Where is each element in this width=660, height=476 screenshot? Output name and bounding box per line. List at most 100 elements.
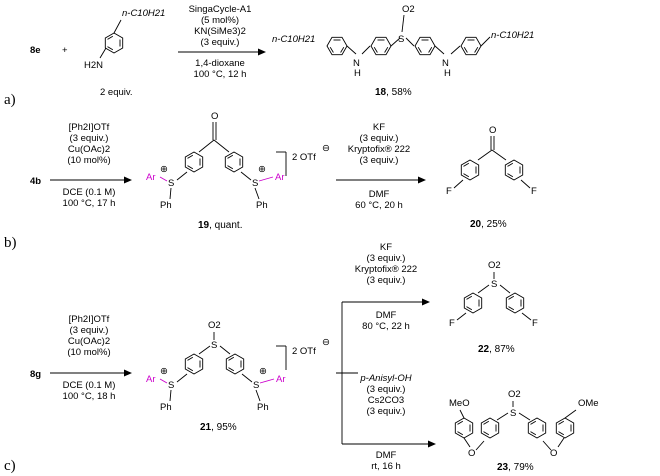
sulfone-s-23: S: [510, 408, 516, 419]
panel-c-label: c): [4, 458, 16, 474]
product-18-s: S: [398, 34, 404, 45]
sulfonium-ar-right-21: Ar: [276, 374, 286, 385]
cond-c1-1: (3 equiv.): [70, 325, 109, 336]
product-22-yield: , 87%: [489, 344, 515, 355]
sulfonium-ph-right-21: Ph: [257, 402, 269, 413]
cond-b2-5: 60 °C, 20 h: [355, 200, 403, 211]
methoxy-right-23: OMe: [578, 398, 599, 409]
sulfonium-s-right-19: S: [252, 178, 258, 189]
sulfone-s-21: S: [211, 340, 217, 351]
cond-b1-4: DCE (0.1 M): [63, 187, 116, 198]
product-18-so2: O2: [402, 4, 415, 15]
product-22-id: 22: [478, 344, 490, 355]
product-20-caption: 20, 25%: [470, 219, 507, 230]
product-18-nh-right: N: [442, 58, 449, 69]
product-20-structure: O F F: [446, 125, 537, 197]
sulfonium-ph-left-19: Ph: [160, 200, 172, 211]
intermediate-19-yield: , quant.: [209, 220, 242, 231]
aniline-alkyl-chain: n-C10H21: [122, 8, 165, 19]
cond-a-1: (5 mol%): [201, 15, 239, 26]
product-23-yield: , 79%: [508, 462, 534, 473]
panel-b-label: b): [4, 235, 17, 251]
intermediate-21-structure: O2 S S Ar ⊕ Ph S Ar ⊕ Ph: [146, 320, 286, 413]
cond-c1-2: Cu(OAc)2: [68, 336, 110, 347]
aniline-structure: n-C10H21 H2N: [84, 8, 165, 71]
product-18-left-chain: n-C10H21: [272, 34, 315, 45]
sulfonium-plus-left: ⊕: [160, 164, 168, 175]
cond-c-upper-4: DMF: [376, 310, 397, 321]
product-18-yield: , 58%: [386, 87, 412, 98]
cond-c-lower-2: Cs2CO3: [368, 395, 404, 406]
so2-22: O2: [488, 260, 501, 271]
panel-c: c) 8g [Ph2I]OTf (3 equiv.) Cu(OAc)2 (10 …: [4, 242, 599, 474]
aniline-nh2: H2N: [84, 60, 103, 71]
ketone-o-20: O: [489, 125, 496, 136]
so2-21: O2: [208, 320, 221, 331]
sulfonium-plus-right: ⊕: [258, 164, 266, 175]
cond-b1-3: (10 mol%): [67, 155, 110, 166]
cond-c-lower-1: (3 equiv.): [367, 384, 406, 395]
intermediate-19-caption: 19, quant.: [198, 220, 242, 231]
counterion-c: 2 OTf: [292, 346, 316, 357]
cond-a-2: KN(SiMe3)2: [194, 26, 246, 37]
intermediate-21-id: 21: [200, 422, 212, 433]
sulfone-s-22: S: [491, 279, 497, 290]
panel-a-label: a): [4, 92, 16, 108]
product-20-id: 20: [470, 219, 482, 230]
cond-b2-1: (3 equiv.): [360, 133, 399, 144]
plus-sign: +: [62, 45, 68, 56]
product-18-right-chain: n-C10H21: [491, 30, 534, 41]
cond-b2-2: Kryptofix® 222: [348, 144, 410, 155]
product-23-id: 23: [497, 462, 509, 473]
sulfonium-s-right-21: S: [253, 380, 259, 391]
ketone-o-19: O: [211, 111, 218, 122]
start-material-4b: 4b: [30, 176, 41, 187]
cond-b1-1: (3 equiv.): [70, 133, 109, 144]
product-18-caption: 18, 58%: [375, 87, 412, 98]
cond-b2-0: KF: [373, 122, 385, 133]
sulfonium-ar-right-19: Ar: [275, 172, 285, 183]
cond-c-lower-4: DMF: [376, 450, 397, 461]
counterion-minus-c: ⊖: [322, 337, 330, 348]
intermediate-21-yield: , 95%: [211, 422, 237, 433]
cond-c1-0: [Ph2I]OTf: [69, 314, 110, 325]
cond-c-upper-1: (3 equiv.): [367, 253, 406, 264]
panel-a: a) 8e + n-C10H21 H2N 2 equiv. SingaCycle…: [4, 4, 534, 108]
ether-o-right-23: O: [550, 448, 557, 459]
product-18-h-left: H: [354, 68, 361, 79]
sulfonium-plus-right-21: ⊕: [259, 366, 267, 377]
product-20-yield: , 25%: [481, 219, 507, 230]
cond-a-0: SingaCycle-A1: [189, 4, 252, 15]
product-23-caption: 23, 79%: [497, 462, 534, 473]
cond-c-upper-2: Kryptofix® 222: [355, 264, 417, 275]
cond-c-lower-3: (3 equiv.): [367, 406, 406, 417]
cond-c1-4: DCE (0.1 M): [63, 380, 116, 391]
cond-c-upper-5: 80 °C, 22 h: [362, 321, 410, 332]
intermediate-19-id: 19: [198, 220, 210, 231]
cond-c-lower-0: p-Anisyl-OH: [359, 373, 411, 384]
cond-c-upper-3: (3 equiv.): [367, 275, 406, 286]
cond-a-4: 1,4-dioxane: [195, 58, 245, 69]
start-material-8g: 8g: [30, 369, 41, 380]
cond-c1-5: 100 °C, 18 h: [63, 391, 116, 402]
cond-b2-3: (3 equiv.): [360, 155, 399, 166]
counterion-minus-b: ⊖: [322, 143, 330, 154]
sulfonium-plus-left-21: ⊕: [160, 366, 168, 377]
cond-a-3: (3 equiv.): [201, 37, 240, 48]
cond-b2-4: DMF: [369, 189, 390, 200]
counterion-b: 2 OTf: [292, 152, 316, 163]
sulfonium-ph-right-19: Ph: [256, 200, 268, 211]
methoxy-left-23: MeO: [449, 398, 470, 409]
product-18-structure: n-C10H21 N H S O2 N H n-C10H21: [272, 4, 534, 79]
product-22-caption: 22, 87%: [478, 344, 515, 355]
cond-c-upper-0: KF: [380, 242, 392, 253]
sulfonium-ph-left-21: Ph: [160, 402, 172, 413]
so2-23: O2: [508, 389, 521, 400]
aniline-equiv: 2 equiv.: [100, 87, 133, 98]
panel-b: b) 4b [Ph2I]OTf (3 equiv.) Cu(OAc)2 (10 …: [4, 111, 537, 251]
intermediate-21-caption: 21, 95%: [200, 422, 237, 433]
ether-o-left-23: O: [468, 448, 475, 459]
cond-c-lower-5: rt, 16 h: [371, 461, 401, 472]
product-18-id: 18: [375, 87, 387, 98]
fluoro-right-20: F: [531, 186, 537, 197]
